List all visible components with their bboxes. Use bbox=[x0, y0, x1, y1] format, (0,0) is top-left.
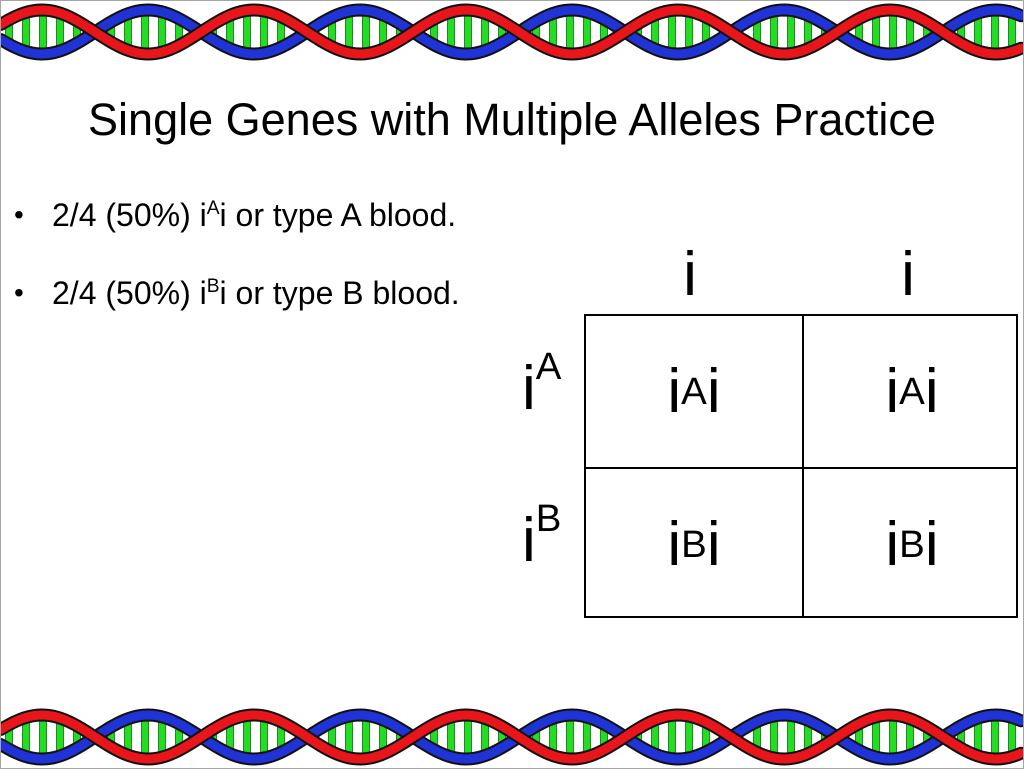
dna-rung bbox=[889, 718, 897, 756]
dna-rung bbox=[566, 718, 574, 756]
genotype-tail: i bbox=[924, 509, 939, 579]
punnett-col-header: i bbox=[878, 244, 938, 306]
grid-divider-horizontal bbox=[586, 467, 1016, 469]
dna-rung bbox=[906, 722, 914, 752]
dna-rung bbox=[447, 720, 455, 754]
dna-rung bbox=[260, 719, 268, 755]
dna-rung bbox=[1008, 16, 1016, 48]
dna-strand-blue bbox=[1, 710, 1023, 764]
dna-rung bbox=[362, 718, 370, 756]
genotype-tail: i bbox=[706, 509, 721, 579]
dna-rung bbox=[158, 15, 166, 49]
dna-rung bbox=[787, 719, 795, 755]
dna-rung bbox=[685, 14, 693, 50]
bullet-text-suffix: i or type B blood. bbox=[219, 275, 460, 311]
dna-rung bbox=[56, 721, 64, 753]
dna-rung bbox=[260, 14, 268, 50]
genotype-base: i bbox=[885, 356, 900, 426]
punnett-row-header: iA bbox=[522, 347, 561, 420]
dna-rung bbox=[481, 721, 489, 753]
punnett-row-header: iB bbox=[522, 499, 561, 572]
dna-rung bbox=[583, 15, 591, 49]
dna-rung bbox=[22, 16, 30, 48]
allele-superscript: B bbox=[535, 497, 562, 541]
dna-helix-border-top bbox=[1, 3, 1023, 61]
dna-rung bbox=[39, 718, 47, 756]
genotype-tail: i bbox=[924, 356, 939, 426]
allele-base: i bbox=[683, 240, 697, 309]
dna-rung bbox=[685, 719, 693, 755]
dna-rung bbox=[549, 721, 557, 753]
dna-rung bbox=[124, 17, 132, 47]
dna-rung bbox=[464, 13, 472, 51]
dna-rung bbox=[22, 721, 30, 753]
slide-title: Single Genes with Multiple Alleles Pract… bbox=[88, 94, 936, 145]
dna-rung bbox=[770, 14, 778, 50]
dna-rung bbox=[345, 14, 353, 50]
genotype-base: i bbox=[667, 356, 682, 426]
dna-rung bbox=[39, 13, 47, 51]
dna-rung bbox=[889, 13, 897, 51]
bullet-symbol: • bbox=[14, 199, 24, 230]
genotype-tail: i bbox=[706, 356, 721, 426]
dna-rung bbox=[243, 14, 251, 50]
allele-base: i bbox=[901, 240, 915, 309]
dna-rung bbox=[668, 13, 676, 51]
dna-rung bbox=[566, 13, 574, 51]
dna-rung bbox=[583, 720, 591, 754]
dna-rung bbox=[1008, 721, 1016, 753]
dna-rung bbox=[141, 718, 149, 756]
dna-rung bbox=[362, 13, 370, 51]
dna-rung bbox=[668, 718, 676, 756]
dna-rung bbox=[141, 13, 149, 51]
dna-rung bbox=[345, 719, 353, 755]
dna-rung bbox=[974, 16, 982, 48]
dna-rung bbox=[770, 719, 778, 755]
punnett-col-header: i bbox=[660, 244, 720, 306]
dna-rung bbox=[872, 15, 880, 49]
dna-rung bbox=[787, 14, 795, 50]
bullet-symbol: • bbox=[14, 277, 24, 308]
bullet-item: • 2/4 (50%) iBi or type B blood. bbox=[12, 274, 482, 312]
dna-rung bbox=[906, 17, 914, 47]
genotype-base: i bbox=[667, 509, 682, 579]
bullet-item: • 2/4 (50%) iAi or type A blood. bbox=[12, 196, 482, 234]
grid-divider-vertical bbox=[802, 316, 804, 616]
dna-rung bbox=[158, 720, 166, 754]
allele-base: i bbox=[522, 354, 536, 423]
bullet-text-superscript: B bbox=[206, 276, 220, 298]
bullet-text-prefix: 2/4 (50%) i bbox=[52, 275, 207, 311]
dna-rung bbox=[974, 721, 982, 753]
dna-rung bbox=[464, 718, 472, 756]
allele-base: i bbox=[522, 506, 536, 575]
dna-rung bbox=[991, 718, 999, 756]
bullet-list: • 2/4 (50%) iAi or type A blood. • 2/4 (… bbox=[12, 196, 482, 352]
dna-helix-border-bottom bbox=[1, 708, 1023, 766]
bullet-text-superscript: A bbox=[206, 198, 220, 220]
dna-rung bbox=[56, 16, 64, 48]
allele-superscript: A bbox=[535, 345, 562, 389]
dna-rung bbox=[549, 16, 557, 48]
dna-strand-red bbox=[1, 5, 1023, 59]
bullet-text-prefix: 2/4 (50%) i bbox=[52, 197, 207, 233]
dna-rung bbox=[124, 722, 132, 752]
dna-strand-red bbox=[1, 710, 1023, 764]
dna-strand-blue bbox=[1, 5, 1023, 59]
dna-rung bbox=[447, 15, 455, 49]
bullet-text-suffix: i or type A blood. bbox=[219, 197, 457, 233]
dna-rung bbox=[991, 13, 999, 51]
genotype-base: i bbox=[885, 509, 900, 579]
dna-rung bbox=[872, 720, 880, 754]
dna-rung bbox=[243, 719, 251, 755]
dna-rung bbox=[481, 16, 489, 48]
